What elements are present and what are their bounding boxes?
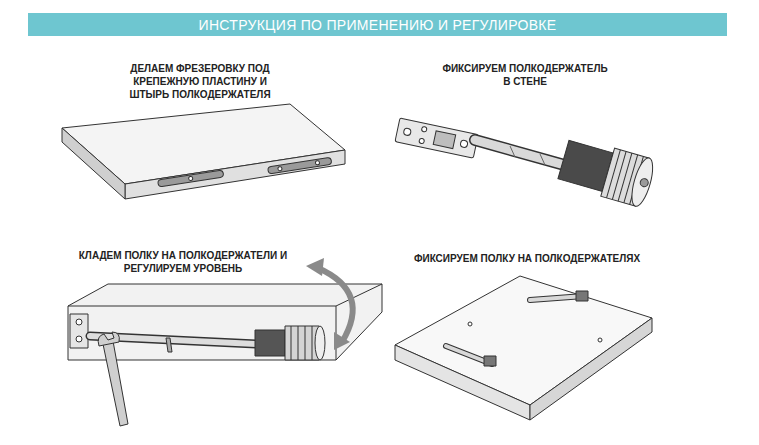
- rotation-arrow: [306, 258, 353, 350]
- shelf-leveling-part: [315, 326, 325, 360]
- step-caption: ФИКСИРУЕМ ПОЛКОДЕРЖАТЕЛЬ В СТЕНЕ: [438, 62, 613, 88]
- milled-board-part: [268, 157, 332, 174]
- wall-shelf-holder-part: [421, 126, 427, 132]
- step-caption: ФИКСИРУЕМ ПОЛКУ НА ПОЛКОДЕРЖАТЕЛЯХ: [377, 252, 677, 265]
- fixed-shelf-part: [530, 318, 652, 420]
- shelf-leveling: [68, 284, 382, 426]
- shelf-leveling-part: [298, 326, 299, 360]
- fixed-shelf-part: [395, 276, 652, 405]
- shelf-leveling-part: [312, 326, 313, 360]
- shelf-leveling-part: [76, 336, 82, 342]
- fixed-shelf: [395, 276, 652, 420]
- shelf-leveling-part: [291, 326, 292, 360]
- shelf-leveling-part: [76, 319, 82, 325]
- shelf-leveling-part: [70, 314, 88, 348]
- shelf-leveling-part: [336, 306, 337, 360]
- wall-shelf-holder-part: [395, 118, 478, 158]
- fixed-shelf-part: [395, 345, 530, 420]
- wall-shelf-holder: [395, 118, 657, 208]
- wall-shelf-holder-part: [618, 153, 632, 201]
- milled-board-part: [188, 176, 193, 181]
- milled-board-part: [278, 166, 283, 171]
- milled-board-part: [158, 170, 224, 187]
- milled-board-part: [125, 150, 345, 199]
- rotation-arrow-part: [318, 268, 353, 342]
- rotation-arrow-part: [334, 332, 350, 350]
- step-caption: ДЕЛАЕМ ФРЕЗЕРОВКУ ПОД КРЕПЕЖНУЮ ПЛАСТИНУ…: [125, 62, 275, 101]
- wall-shelf-holder-part: [628, 156, 657, 208]
- fixed-shelf-part: [484, 356, 496, 366]
- title-banner: ИНСТРУКЦИЯ ПО ПРИМЕНЕНИЮ И РЕГУЛИРОВКЕ: [28, 13, 727, 36]
- milled-board-part: [268, 157, 332, 174]
- fixed-shelf-part: [576, 291, 588, 301]
- milled-board-part: [62, 128, 125, 199]
- wall-shelf-holder-part: [612, 151, 626, 199]
- wall-shelf-holder-part: [475, 140, 568, 166]
- wall-shelf-holder-part: [639, 178, 649, 188]
- shelf-leveling-part: [166, 338, 172, 352]
- step-caption: КЛАДЕМ ПОЛКУ НА ПОЛКОДЕРЖАТЕЛИ И РЕГУЛИР…: [76, 249, 291, 275]
- wall-shelf-holder-part: [460, 140, 468, 148]
- wall-shelf-holder-part: [403, 128, 411, 136]
- wall-shelf-holder-part: [433, 131, 455, 149]
- shelf-leveling-part: [103, 341, 128, 426]
- shelf-leveling-part: [255, 330, 285, 356]
- fixed-shelf-part: [598, 338, 602, 342]
- shelf-leveling-part: [98, 332, 119, 346]
- wall-shelf-holder-part: [419, 138, 425, 144]
- rotation-arrow-part: [306, 258, 324, 276]
- shelf-leveling-part: [285, 326, 319, 360]
- wall-shelf-holder-part: [607, 150, 621, 198]
- title-text: ИНСТРУКЦИЯ ПО ПРИМЕНЕНИЮ И РЕГУЛИРОВКЕ: [199, 17, 557, 33]
- shelf-leveling-part: [305, 326, 306, 360]
- wall-shelf-holder-part: [557, 135, 657, 208]
- wall-shelf-holder-part: [510, 146, 515, 157]
- shelf-leveling-part: [68, 284, 382, 360]
- wall-shelf-holder-part: [395, 118, 478, 158]
- fixed-shelf-part: [468, 322, 472, 326]
- shelf-leveling-part: [68, 284, 382, 306]
- wall-shelf-holder-part: [540, 154, 545, 165]
- wall-shelf-holder-part: [475, 140, 568, 166]
- milled-board-part: [158, 170, 224, 187]
- milled-board-part: [315, 161, 320, 166]
- milled-board: [62, 104, 345, 199]
